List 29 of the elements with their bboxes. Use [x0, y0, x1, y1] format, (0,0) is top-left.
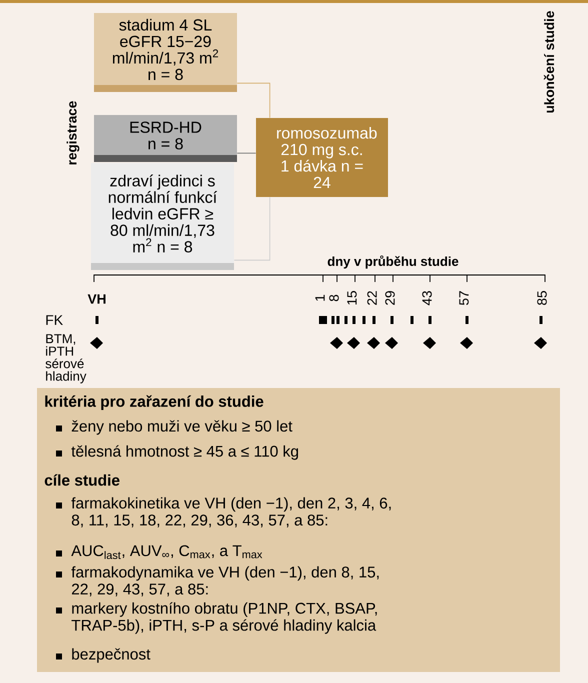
row-label: FK	[46, 315, 63, 325]
list-item: markery kostního obratu (P1NP, CTX, BSAP, TRAP-5b), iPTH, s-P a sérové hladiny kalcia	[56, 602, 377, 634]
tick-label: 29	[385, 291, 395, 305]
tick-label: 8	[329, 294, 339, 302]
list-item: AUC$_{last}$, AUV$_{∞}$, C$_{max}$, a T$_{max}$	[56, 545, 262, 560]
section-heading: cíle studie	[44, 474, 120, 486]
tick-label: 43	[422, 291, 432, 306]
group-box: stadium 4 SL eGFR 15−29 ml/min/1,73 m$^{2}$ n = 8	[94, 13, 237, 92]
tick-label: 22	[367, 291, 377, 305]
group-box: ESRD-HD n = 8	[94, 115, 237, 162]
list-item: tělesná hmotnost ≥ 45 a ≤ 110 kg	[56, 445, 298, 460]
group-box: zdraví jedinci s normální funkcí ledvin eGFR ≥ 80 ml/min/1,73 m$^{2}$ n = 8	[91, 163, 234, 270]
tick-label: 15	[347, 291, 357, 304]
tick-label: VH	[88, 294, 106, 304]
connector-line	[236, 82, 270, 118]
list-item: farmakokinetika ve VH (den −1), den 2, 3, 4, 6, 8, 11, 15, 18, 22, 29, 36, 43, 57, a 85:	[56, 497, 391, 528]
axis-label: registrace	[66, 101, 80, 164]
axis-title: dny v průběhu studie	[328, 255, 458, 269]
tick-label: 57	[459, 291, 469, 305]
axis-label: ukončení studie	[544, 11, 554, 113]
treatment-box: romosozumab 210 mg s.c. 1 dávka n = 24	[256, 118, 388, 197]
tick-label: 1	[315, 294, 325, 301]
connector-line	[236, 152, 256, 154]
list-item: farmakodynamika ve VH (den −1), den 8, 15, 22, 29, 43, 57, a 85:	[56, 566, 379, 596]
list-item: bezpečnost	[56, 648, 150, 663]
tick-label: 85	[537, 291, 547, 305]
connector-line	[234, 196, 270, 261]
list-item: ženy nebo muži ve věku ≥ 50 let	[56, 420, 292, 435]
section-heading: kritéria pro zařazení do studie	[45, 395, 264, 410]
